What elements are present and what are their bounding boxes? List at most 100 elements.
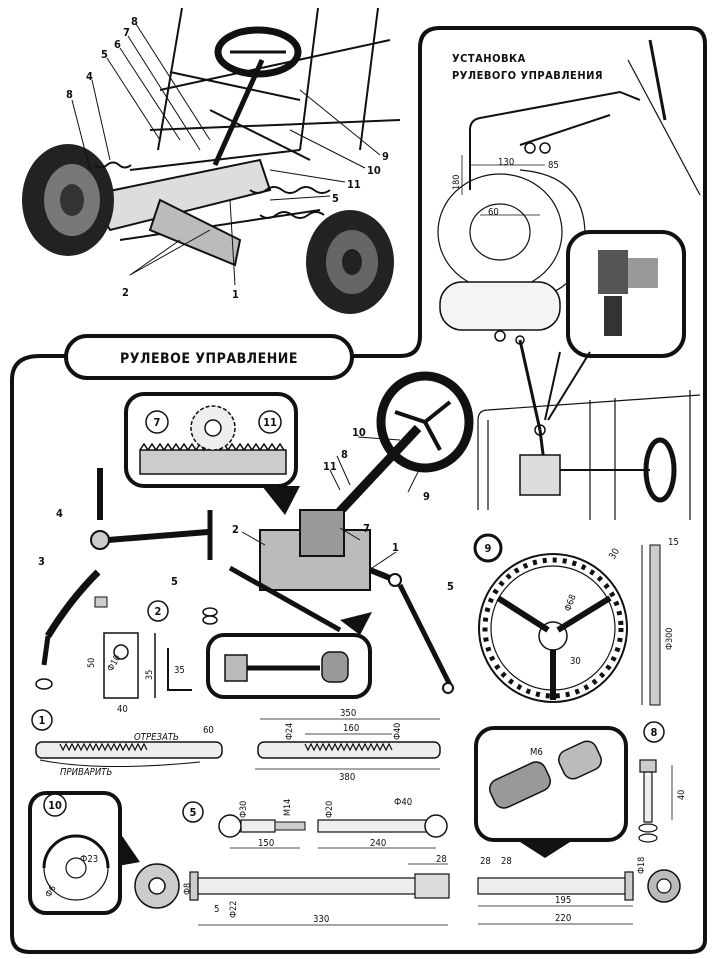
svg-text:5: 5 (214, 904, 219, 915)
install-front-view (439, 281, 701, 520)
top-callout-numbers: 8 4 5 6 7 8 9 10 11 5 2 1 (66, 15, 389, 301)
svg-text:Ф68: Ф68 (563, 593, 578, 613)
svg-text:330: 330 (313, 914, 329, 925)
svg-text:195: 195 (555, 895, 571, 906)
svg-text:Ф40: Ф40 (393, 723, 403, 740)
svg-text:28: 28 (436, 854, 447, 865)
part-2-bracket: 2 50 Ф10 35 35 40 (87, 600, 192, 715)
svg-text:35: 35 (174, 665, 185, 676)
callout-top-11: 11 (347, 178, 361, 191)
part-5-tie-rods: 5 Ф30 M14 150 Ф20 Ф40 240 (182, 797, 448, 849)
svg-text:50: 50 (87, 658, 97, 668)
svg-text:Ф8: Ф8 (183, 883, 193, 895)
svg-text:ОТРЕЗАТЬ: ОТРЕЗАТЬ (134, 732, 179, 743)
main-title-pill: РУЛЕВОЕ УПРАВЛЕНИЕ (64, 334, 354, 380)
svg-text:РУЛЕВОГО УПРАВЛЕНИЯ: РУЛЕВОГО УПРАВЛЕНИЯ (452, 69, 603, 82)
callout-top-8b: 8 (131, 15, 138, 28)
callout-top-7: 7 (123, 26, 130, 39)
svg-text:60: 60 (488, 207, 499, 218)
assembly-leaders (241, 436, 421, 569)
svg-text:240: 240 (370, 838, 386, 849)
callout-a-4: 4 (56, 507, 63, 520)
callout-a-10: 10 (352, 426, 366, 439)
callout-a-5: 5 (447, 580, 454, 593)
svg-text:Ф20: Ф20 (325, 801, 335, 818)
svg-text:M6: M6 (530, 747, 543, 758)
callout-a-9: 9 (423, 490, 430, 503)
bearing-detail-circle (544, 230, 686, 421)
svg-text:1: 1 (39, 714, 46, 727)
svg-text:28: 28 (480, 856, 491, 867)
callout-top-4: 4 (86, 70, 93, 83)
svg-text:M14: M14 (283, 799, 293, 816)
callout-top-2: 2 (122, 286, 129, 299)
page-title: РУЛЕВОЕ УПРАВЛЕНИЕ (120, 351, 298, 367)
gear-inset: 7 11 (124, 392, 300, 515)
callout-top-8: 8 (66, 88, 73, 101)
callout-a-5b: 5 (171, 575, 178, 588)
callout-a-3: 3 (38, 555, 45, 568)
install-dimensions: 180 130 85 60 (452, 157, 559, 218)
svg-text:30: 30 (607, 547, 622, 562)
part-9-steering-wheel: 9 30 15 Ф68 Ф300 30 (473, 533, 679, 706)
right-wheel-top (306, 210, 394, 314)
assembly-callouts: 10 8 11 9 7 2 1 5 4 3 5 (38, 426, 454, 593)
part-1-rack: 1 ОТРЕЗАТЬ ПРИВАРИТЬ 60 350 160 Ф24 Ф40 … (31, 708, 441, 783)
svg-text:9: 9 (485, 542, 492, 555)
left-wheel-top (22, 144, 114, 256)
gear-label-pinion: 11 (263, 416, 277, 429)
svg-text:60: 60 (203, 725, 214, 736)
svg-text:15: 15 (668, 537, 679, 548)
part-10-flange: 10 Ф23 Ф6 (28, 791, 180, 915)
svg-text:150: 150 (258, 838, 274, 849)
buggy-chassis-illustration (88, 7, 401, 267)
svg-text:180: 180 (452, 175, 462, 190)
gear-label-rack: 7 (154, 416, 161, 429)
svg-text:Ф18: Ф18 (637, 857, 647, 874)
callout-a-11: 11 (323, 460, 337, 473)
coil-spring-top (94, 161, 331, 219)
svg-text:Ф23: Ф23 (80, 854, 98, 865)
callout-top-5: 5 (101, 48, 108, 61)
adjuster-inset (206, 612, 372, 699)
svg-text:40: 40 (117, 704, 128, 715)
top-callout-leaders (71, 23, 381, 286)
bolt-insert: M6 (474, 726, 628, 858)
callout-a-8: 8 (341, 448, 348, 461)
callout-a-1: 1 (392, 541, 399, 554)
part-8-bolt: 8 40 (638, 721, 687, 843)
frame-outlines (10, 26, 707, 954)
svg-text:30: 30 (570, 656, 581, 667)
callout-top-1: 1 (232, 288, 239, 301)
svg-text:380: 380 (339, 772, 355, 783)
callout-top-5b: 5 (332, 192, 339, 205)
callout-a-2: 2 (232, 523, 239, 536)
svg-text:Ф40: Ф40 (394, 797, 412, 808)
steering-shaft: 28 Ф8 Ф22 5 330 28 28 Ф18 195 220 (183, 854, 681, 926)
callout-top-6: 6 (114, 38, 121, 51)
callout-top-9: 9 (382, 150, 389, 163)
exploded-linkage (35, 468, 218, 690)
install-side-view (437, 39, 701, 301)
svg-text:8: 8 (651, 726, 658, 739)
svg-text:5: 5 (190, 806, 197, 819)
svg-text:Ф30: Ф30 (239, 801, 249, 818)
svg-text:ПРИВАРИТЬ: ПРИВАРИТЬ (60, 767, 112, 778)
svg-text:40: 40 (677, 790, 687, 800)
svg-text:28: 28 (501, 856, 512, 867)
svg-text:Ф24: Ф24 (285, 723, 295, 740)
svg-text:350: 350 (340, 708, 356, 719)
steering-wheel-top (214, 26, 302, 78)
callout-top-10: 10 (367, 164, 381, 177)
svg-text:Ф22: Ф22 (229, 901, 239, 918)
callout-a-7: 7 (363, 522, 370, 535)
svg-text:160: 160 (343, 723, 359, 734)
svg-text:10: 10 (48, 799, 62, 812)
svg-text:УСТАНОВКА: УСТАНОВКА (452, 52, 526, 65)
svg-text:130: 130 (498, 157, 514, 168)
svg-text:85: 85 (548, 160, 559, 171)
svg-text:220: 220 (555, 913, 571, 924)
svg-text:35: 35 (145, 670, 155, 680)
steering-assembly (228, 371, 474, 694)
